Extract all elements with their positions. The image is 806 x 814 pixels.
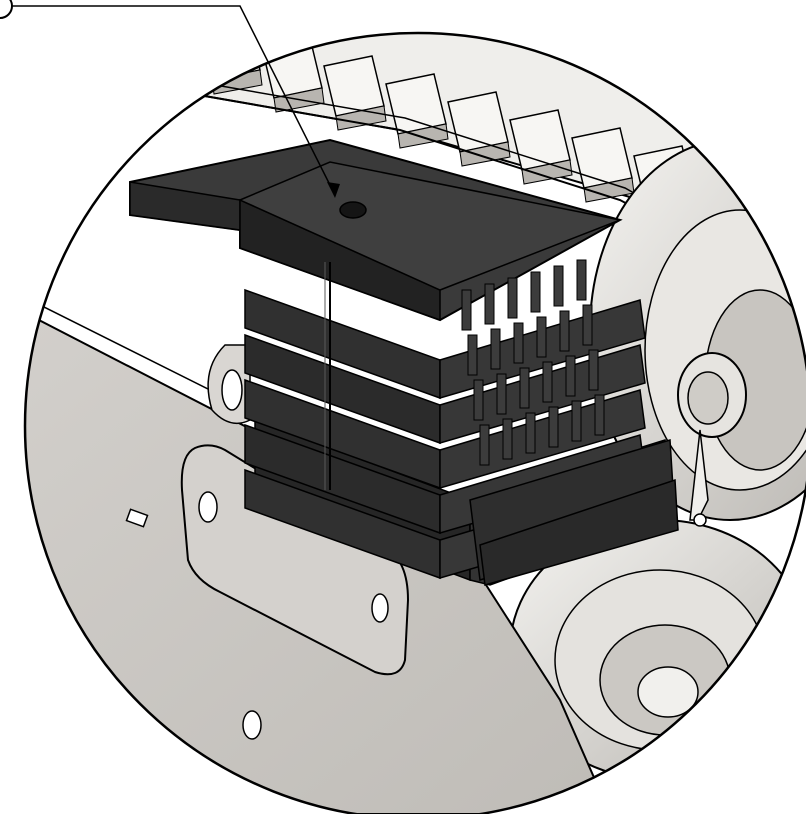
comb-tooth: [525, 412, 536, 454]
track-tread-shadow: [521, 159, 573, 185]
detail-circle-border: [23, 31, 806, 814]
plate-hole-right: [371, 593, 389, 623]
slot-hole: [125, 508, 149, 528]
comb-tooth: [490, 328, 501, 370]
comb-tooth: [496, 373, 507, 415]
plate-hole-left: [198, 491, 218, 523]
hitch-pin: [677, 352, 747, 527]
weight-stack-hole: [339, 201, 367, 219]
weight-stack: [129, 138, 679, 586]
callout-balloon: [0, 0, 13, 19]
mounting-plate: [180, 444, 410, 676]
comb-tooth: [536, 316, 547, 358]
comb-tooth: [484, 283, 495, 325]
comb-tooth: [565, 355, 576, 397]
comb-tooth: [530, 271, 541, 313]
bracket-loop: [207, 344, 251, 425]
comb-tooth: [467, 334, 478, 376]
callout-leader: [0, 0, 340, 198]
comb-tooth: [513, 322, 524, 364]
comb-tooth: [588, 349, 599, 391]
leader-arrowhead: [327, 182, 340, 198]
track-tread-shadow: [397, 123, 449, 149]
frame-hole: [242, 710, 262, 740]
comb-tooth: [502, 418, 513, 460]
weight-slab-base: [479, 478, 679, 586]
comb-tooth: [576, 259, 587, 301]
comb-tooth: [461, 289, 472, 331]
comb-tooth: [479, 424, 490, 466]
comb-tooth: [542, 361, 553, 403]
comb-tooth: [473, 379, 484, 421]
comb-tooth: [559, 310, 570, 352]
comb-tooth: [553, 265, 564, 307]
comb-tooth: [594, 394, 605, 436]
comb-tooth: [519, 367, 530, 409]
comb-tooth: [571, 400, 582, 442]
comb-tooth: [582, 304, 593, 346]
comb-tooth: [507, 277, 518, 319]
comb-tooth: [548, 406, 559, 448]
